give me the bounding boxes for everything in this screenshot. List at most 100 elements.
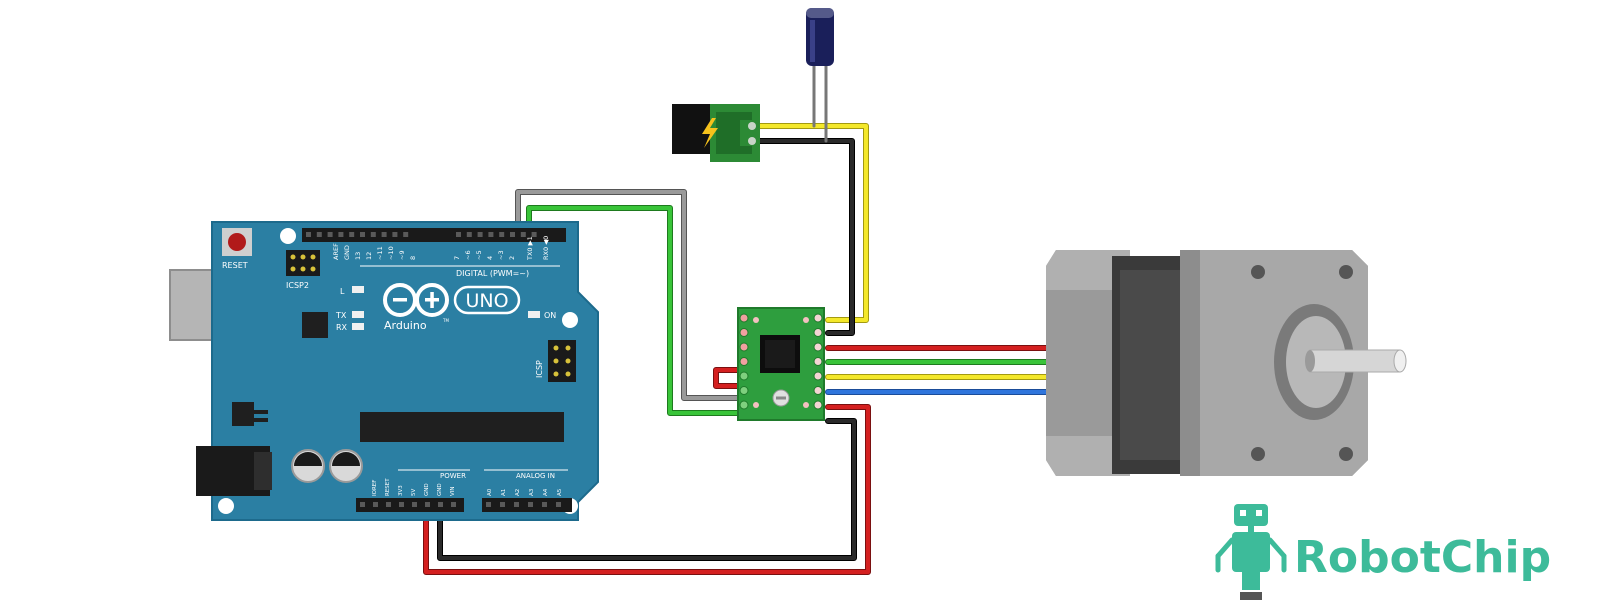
driver-potentiometer xyxy=(772,389,790,407)
header-pin xyxy=(466,232,472,237)
red-wire-5v xyxy=(423,404,871,575)
digital-pin-label: 4 xyxy=(486,256,494,260)
header-pin xyxy=(556,502,561,507)
header-pin xyxy=(412,502,417,507)
rx-label: RX xyxy=(336,323,348,332)
header-pin xyxy=(477,232,483,237)
header-pin xyxy=(399,502,404,507)
robot-icon xyxy=(1215,504,1287,600)
wires xyxy=(423,60,1053,575)
driver-pin xyxy=(813,328,823,337)
header-pin xyxy=(306,232,311,237)
a4988-stepper-driver xyxy=(737,307,825,421)
analog-label: ANALOG IN xyxy=(516,472,555,480)
robotchip-logo: RobotChip xyxy=(1215,504,1551,600)
aref-label: AREF xyxy=(332,243,340,260)
driver-pin xyxy=(739,328,749,337)
arduino-infinity-logo xyxy=(383,283,449,317)
header-pin xyxy=(486,502,491,507)
logo-text: RobotChip xyxy=(1294,532,1551,583)
tx-label: TX xyxy=(335,311,347,320)
on-label: ON xyxy=(544,311,556,320)
header-pin xyxy=(360,502,365,507)
dc-power-jack xyxy=(672,104,760,162)
header-pin xyxy=(500,502,505,507)
yellow-wire-vmot xyxy=(753,123,869,323)
header-pin xyxy=(514,502,519,507)
header-pin xyxy=(349,232,355,237)
power-label: POWER xyxy=(440,472,466,480)
header-pin xyxy=(531,232,537,237)
lightning-icon xyxy=(702,118,718,148)
digital-pin-label: 8 xyxy=(409,256,417,260)
digital-pin-label: ~3 xyxy=(497,250,505,260)
reset-button xyxy=(222,228,252,256)
digital-pin-label: ~5 xyxy=(475,250,483,260)
digital-pin-label: ~9 xyxy=(398,250,406,260)
power-pin-label: IOREF xyxy=(372,480,378,496)
electrolytic-capacitor xyxy=(806,8,834,66)
gnd-label: GND xyxy=(343,245,351,260)
header-pin xyxy=(488,232,494,237)
power-pin-label: 3V3 xyxy=(398,485,404,496)
header-pin xyxy=(370,232,376,237)
digital-label: DIGITAL (PWM=~) xyxy=(456,269,529,278)
digital-pin-label: RX0 ◀0 xyxy=(542,236,550,260)
arduino-brand-text: Arduino xyxy=(384,319,427,332)
header-pin xyxy=(499,232,505,237)
driver-pin xyxy=(813,386,823,395)
digital-pin-label: 13 xyxy=(354,252,362,260)
header-pin xyxy=(520,232,526,237)
power-header xyxy=(356,498,464,512)
analog-pin-label: A1 xyxy=(501,489,507,496)
header-pin xyxy=(360,232,365,237)
analog-pin-label: A3 xyxy=(529,488,535,496)
icsp2-label: ICSP2 xyxy=(286,281,309,290)
header-pin xyxy=(542,502,547,507)
analog-pin-label: A2 xyxy=(515,489,521,496)
usb-chip xyxy=(302,312,328,338)
green-wire-dir xyxy=(526,205,747,416)
power-pin-label: GND xyxy=(424,483,430,496)
digital-pin-label: 7 xyxy=(453,256,461,260)
header-pin xyxy=(381,232,387,237)
driver-pin xyxy=(813,342,823,352)
analog-pin-label: A4 xyxy=(543,488,549,496)
l-label: L xyxy=(340,287,345,296)
power-pin-label: GND xyxy=(437,483,443,496)
header-pin xyxy=(316,232,322,237)
reset-label: RESET xyxy=(222,261,248,270)
driver-pin xyxy=(739,371,749,381)
icsp-label: ICSP xyxy=(535,360,544,378)
uno-text: UNO xyxy=(465,290,508,312)
icsp2-header xyxy=(286,250,320,276)
driver-pin xyxy=(739,313,749,323)
header-pin xyxy=(392,232,398,237)
analog-pin-label: A5 xyxy=(557,488,563,496)
driver-pin xyxy=(739,386,749,395)
header-pin xyxy=(327,232,333,237)
icsp-header xyxy=(548,340,576,382)
driver-pin xyxy=(813,400,823,410)
digital-pin-label: ~11 xyxy=(376,246,384,260)
analog-pin-label: A0 xyxy=(487,488,493,496)
motor-shaft xyxy=(1305,349,1407,373)
header-pin xyxy=(456,232,461,237)
header-pin xyxy=(528,502,533,507)
voltage-regulator xyxy=(232,402,268,426)
trademark-text: TM xyxy=(442,318,449,323)
digital-header xyxy=(302,228,566,242)
gray-wire-step xyxy=(515,189,747,401)
analog-header xyxy=(482,498,572,512)
red-wire-reset-sleep xyxy=(713,367,747,389)
black-wire-gnd xyxy=(437,418,857,561)
header-pin xyxy=(338,232,344,237)
header-pin xyxy=(373,502,378,507)
driver-pin xyxy=(813,357,823,366)
header-pin xyxy=(438,502,443,507)
driver-pin xyxy=(739,400,749,410)
digital-pin-label: ~6 xyxy=(464,250,472,260)
